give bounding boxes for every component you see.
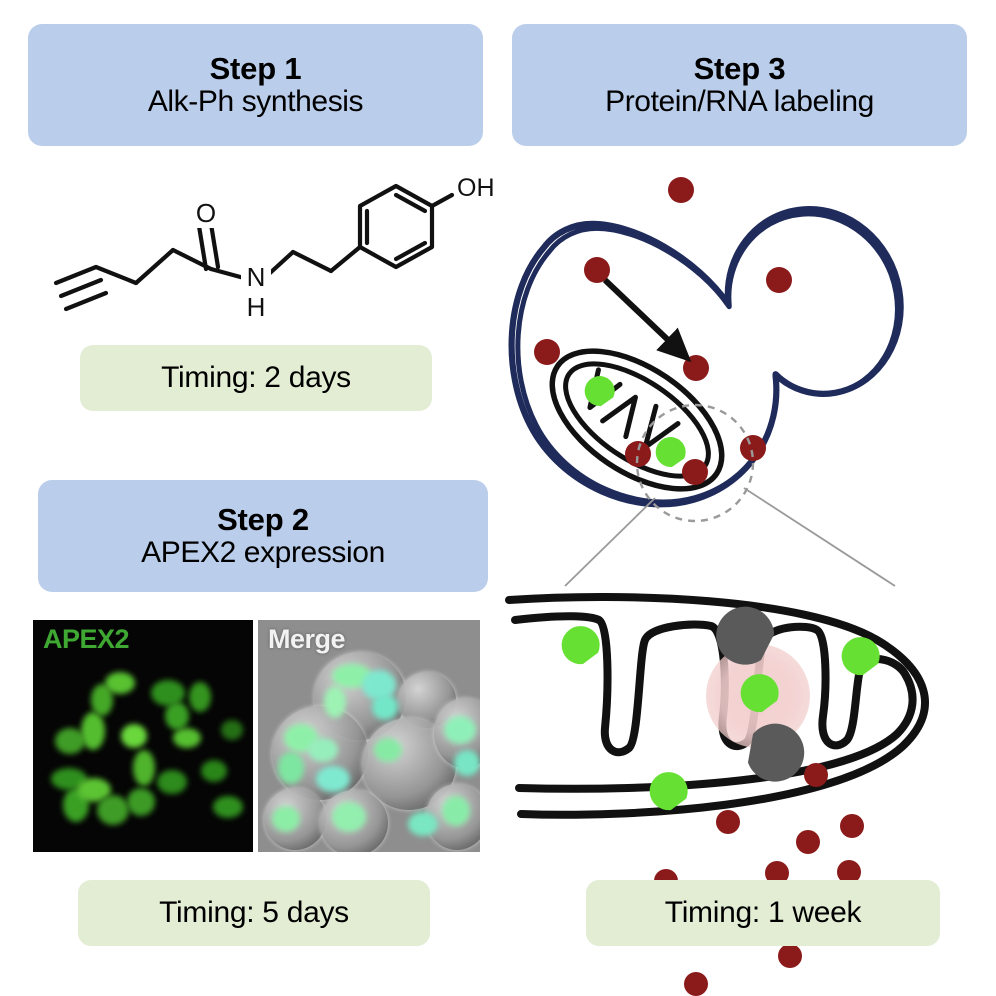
apex2-enzyme <box>841 637 880 676</box>
amide-hydrogen-label: H <box>247 292 266 322</box>
merge-signal <box>324 686 346 718</box>
mito-mag-outer-membrane <box>505 592 929 819</box>
alk-ph-structure: O N H OH <box>48 170 495 322</box>
microscopy-panel-merge: Merge <box>258 620 480 852</box>
fluorescence-blob <box>127 788 155 816</box>
merge-signal <box>316 766 350 792</box>
phenol-hydroxyl-label: OH <box>457 174 495 202</box>
step-3-header: Step 3 Protein/RNA labeling <box>512 24 967 146</box>
amide-nitrogen-label: N <box>247 262 266 292</box>
alk-ph-structure-svg: O N H OH <box>53 174 495 322</box>
fluorescence-blob <box>121 724 147 748</box>
step-1-header: Step 1 Alk-Ph synthesis <box>28 24 483 146</box>
step-1-number: Step 1 <box>209 51 302 87</box>
fluorescence-blob <box>97 795 129 825</box>
step-3-timing-text: Timing: 1 week <box>664 896 862 929</box>
fluorescence-blob <box>221 720 243 740</box>
step-2-header: Step 2 APEX2 expression <box>38 480 488 592</box>
step-3-timing: Timing: 1 week <box>586 880 940 946</box>
carbonyl-oxygen-label: O <box>196 198 216 228</box>
merge-signal <box>374 738 402 762</box>
merge-signal <box>444 716 476 744</box>
alkph-probe <box>804 763 828 787</box>
fluorescence-blob <box>173 728 201 748</box>
callout-circle <box>635 403 755 523</box>
step-3-number: Step 3 <box>693 51 786 87</box>
alkph-probe <box>796 830 820 854</box>
alkph-probe <box>740 435 766 461</box>
yeast-cell-diagram <box>505 168 985 996</box>
alkph-probe <box>684 972 708 996</box>
fluorescence-blob <box>165 702 189 730</box>
merge-signal <box>308 738 338 762</box>
mitochondrion <box>549 348 725 492</box>
merge-signal <box>332 802 366 832</box>
step-2-timing: Timing: 5 days <box>78 880 430 946</box>
probe-entry-arrow <box>602 277 692 363</box>
step-2-timing-text: Timing: 5 days <box>159 896 349 929</box>
alkph-probe <box>534 339 560 365</box>
fluorescence-blob <box>157 770 187 794</box>
microscopy-label-apex2: APEX2 <box>43 624 130 654</box>
fluorescence-blob <box>151 680 185 706</box>
step-1-timing-text: Timing: 2 days <box>161 361 351 394</box>
target-protein <box>716 606 775 665</box>
merge-signal <box>272 806 300 832</box>
alkph-probe <box>840 814 864 838</box>
apex2-enzyme <box>655 437 686 468</box>
step-2-number: Step 2 <box>217 502 309 538</box>
fluorescence-blob <box>91 684 113 716</box>
alkph-probe <box>584 257 610 283</box>
alkph-probe <box>766 267 792 293</box>
merge-signal <box>372 694 398 720</box>
fluorescence-blob <box>81 712 105 750</box>
mito-outer-membrane <box>549 348 725 492</box>
step-1-subtitle: Alk-Ph synthesis <box>147 84 364 118</box>
target-protein <box>747 723 805 782</box>
fluorescence-blob <box>133 750 155 786</box>
step-1-timing: Timing: 2 days <box>80 345 432 411</box>
merge-signal <box>408 812 438 836</box>
yeast-cell-diagram-svg <box>505 177 929 996</box>
target-protein-group <box>716 606 805 782</box>
fluorescence-blob <box>213 796 243 818</box>
fluorescence-blob <box>105 672 135 694</box>
merge-signal <box>278 752 304 784</box>
alkph-probe <box>765 861 789 885</box>
alkph-probe <box>837 860 861 884</box>
microscopy-panel-apex2: APEX2 <box>33 620 253 852</box>
fluorescence-blob <box>55 728 85 754</box>
cell-inner-membrane <box>515 211 900 505</box>
alkph-probe <box>682 459 708 485</box>
apex2-enzyme-group-magnified <box>561 626 880 811</box>
apex2-enzyme <box>584 376 615 407</box>
apex2-enzyme <box>740 674 779 713</box>
alkph-probe <box>716 810 740 834</box>
alkph-probe <box>683 355 709 381</box>
step-3-subtitle: Protein/RNA labeling <box>605 84 874 118</box>
microscopy-label-merge: Merge <box>268 624 346 654</box>
apex2-enzyme <box>561 626 600 665</box>
fluorescence-blob <box>189 682 211 712</box>
fluorescence-blob <box>201 760 227 782</box>
merge-signal <box>454 750 480 776</box>
callout-leader-lines <box>564 487 896 587</box>
alkph-probe <box>668 177 694 203</box>
step-2-subtitle: APEX2 expression <box>141 535 385 569</box>
merge-signal <box>442 796 470 826</box>
apex2-enzyme <box>649 772 688 811</box>
alkph-probe <box>625 441 651 467</box>
alkph-probe <box>778 944 802 968</box>
